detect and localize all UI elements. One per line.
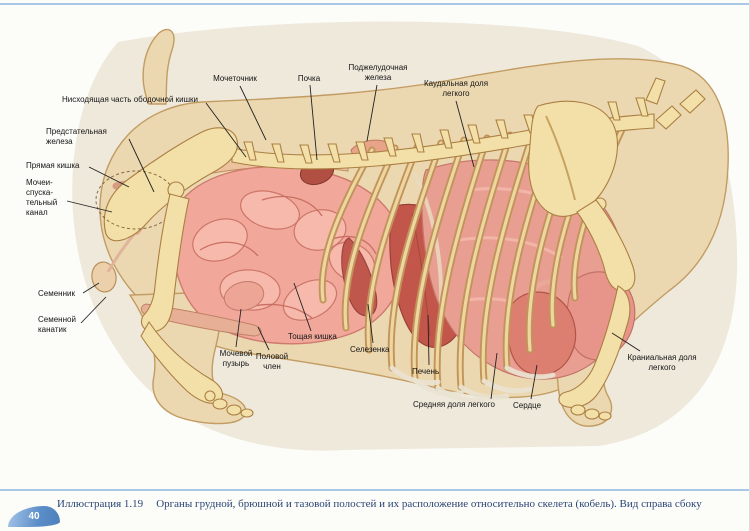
leader-spermatic-cord (80, 296, 107, 324)
label-rectum: Прямая кишка (26, 161, 80, 170)
heart-shape (507, 291, 577, 376)
intestine-coil (192, 218, 248, 262)
leader-penis (257, 326, 270, 351)
leader-heart (530, 364, 538, 400)
page-bottom-rule (0, 489, 750, 491)
leader-middle-lung-lobe (490, 352, 498, 400)
leader-pancreas (366, 84, 378, 142)
label-jejunum: Тощая кишка (288, 332, 337, 341)
caption-text: Органы грудной, брюшной и тазовой полост… (156, 498, 702, 510)
hind-tarsal-bone (204, 390, 216, 402)
leader-testis (82, 282, 100, 294)
intestine-fold (199, 241, 259, 257)
label-liver: Печень (412, 367, 440, 376)
leader-urethra (66, 200, 113, 213)
leader-ureter (239, 85, 267, 141)
label-middle-lung-lobe: Средняя доля легкого (413, 400, 495, 409)
label-descending-colon: Нисходящая часть ободочной кишки (62, 95, 199, 104)
caption-number: Иллюстрация 1.19 (57, 498, 144, 510)
leader-descending-colon (205, 102, 247, 158)
label-testis: Семенник (38, 289, 75, 298)
hind-paw-bone (226, 404, 242, 416)
label-penis: Половой член (255, 352, 289, 371)
front-paw-bone (598, 411, 612, 421)
leader-bladder (235, 308, 242, 348)
leader-rectum (88, 166, 130, 188)
tail (142, 28, 175, 105)
front-paw-bone (570, 404, 586, 416)
page-top-rule (0, 3, 750, 5)
ribs (322, 123, 625, 404)
label-kidney: Почка (297, 74, 321, 83)
costal-cartilage (481, 378, 533, 394)
intestine-fold (261, 195, 323, 217)
leader-cranial-lung-lobe (611, 332, 641, 352)
hind-paw-bone (240, 408, 254, 418)
label-cranial-lung-lobe: Краниальная доля легкого (627, 353, 697, 372)
costal-cartilage (504, 365, 556, 380)
label-pancreas: Поджелудочная железа (348, 63, 408, 82)
forearm-bone (558, 285, 631, 409)
leader-caudal-lung-lobe (455, 100, 475, 168)
label-ureter: Мочеточник (213, 74, 257, 83)
lung-streak (459, 236, 563, 260)
costal-cartilage (458, 384, 510, 401)
label-prostate: Предстательная железа (46, 127, 107, 146)
hind-paw-bone (212, 398, 228, 410)
leader-kidney (309, 84, 318, 161)
leader-liver (427, 314, 430, 366)
costal-cartilage (412, 377, 464, 397)
front-paw-bone (584, 408, 600, 420)
leader-lines (66, 84, 641, 400)
costal-cartilage (435, 385, 487, 404)
fore-limb-skeleton (528, 100, 636, 421)
leader-jejunum (293, 282, 312, 332)
hind-limb-skeleton (95, 127, 254, 418)
label-caudal-lung-lobe: Каудальная доля легкого (423, 79, 489, 98)
leader-spleen (367, 303, 374, 344)
scapular-spine (545, 115, 576, 201)
label-heart: Сердце (513, 401, 542, 410)
label-spleen: Селезенка (350, 345, 390, 354)
label-spermatic-cord: Семенной канатик (38, 315, 76, 334)
leader-prostate (128, 138, 155, 193)
page-number-swoosh: 40 (8, 506, 60, 527)
intestine-coil (240, 190, 300, 230)
page-number: 40 (28, 511, 40, 522)
figure-caption: Иллюстрация 1.19 Органы грудной, брюшной … (57, 498, 737, 510)
label-urethra: Мочеи- спуска- тельный канал (26, 178, 58, 217)
cervical-vertebrae (645, 77, 706, 130)
bladder-shape (223, 281, 265, 311)
label-bladder: Мочевой пузырь (219, 349, 253, 368)
